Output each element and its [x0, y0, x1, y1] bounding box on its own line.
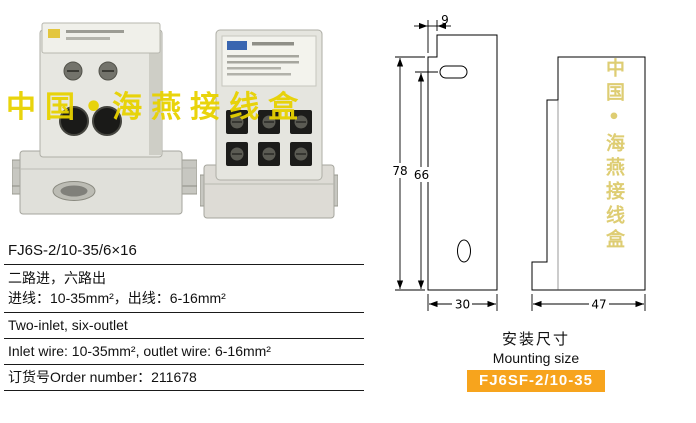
brand-logo	[227, 41, 247, 50]
block-body	[39, 22, 163, 158]
side-view-outline	[531, 56, 646, 291]
inlet-hole	[59, 106, 89, 136]
dimension-labels: 9 78 66 30 47	[391, 13, 609, 312]
mounting-dimension-drawing: 9 78 66 30 47	[391, 13, 646, 312]
dim-label-66: 66	[414, 168, 429, 182]
top-slot-hole	[439, 65, 468, 79]
spec-table: FJ6S-2/10-35/6×16 二路进，六路出 进线：10-35mm²，出线…	[4, 239, 364, 391]
mounting-size-label-cn: 安装尺寸	[501, 331, 570, 348]
mounting-size-label-en: Mounting size	[492, 350, 580, 366]
side-view	[531, 56, 646, 291]
mounting-caption-block: 安装尺寸 Mounting size FJ6SF-2/10-35	[461, 328, 611, 392]
base-flange	[19, 150, 183, 215]
spec-description-cn: 二路进，六路出 进线：10-35mm²，出线：6-16mm²	[4, 265, 364, 313]
outlet-holes	[226, 110, 312, 166]
spec-description-en-2: Inlet wire: 10-35mm², outlet wire: 6-16m…	[4, 339, 364, 365]
spec-order-number: 订货号Order number：211678	[4, 365, 364, 391]
dim-label-47: 47	[591, 298, 606, 312]
spec-cn-line1: 二路进，六路出	[8, 270, 106, 286]
dim-label-9: 9	[441, 13, 449, 27]
inlet-hole	[92, 106, 122, 136]
spec-cn-line2: 进线：10-35mm²，出线：6-16mm²	[8, 290, 226, 306]
front-view-outline	[427, 34, 498, 291]
side-view-dimension-lines	[531, 294, 646, 311]
dim-label-78: 78	[392, 164, 407, 178]
model-badge: FJ6SF-2/10-35	[467, 370, 605, 392]
bottom-oval-hole	[457, 239, 471, 263]
block-body	[215, 29, 323, 181]
dim-label-30: 30	[455, 298, 470, 312]
product-photo-front	[200, 29, 338, 219]
product-photo-angled	[12, 22, 197, 215]
front-view	[427, 34, 498, 291]
spec-model: FJ6S-2/10-35/6×16	[4, 239, 364, 265]
spec-description-en-1: Two-inlet, six-outlet	[4, 313, 364, 339]
